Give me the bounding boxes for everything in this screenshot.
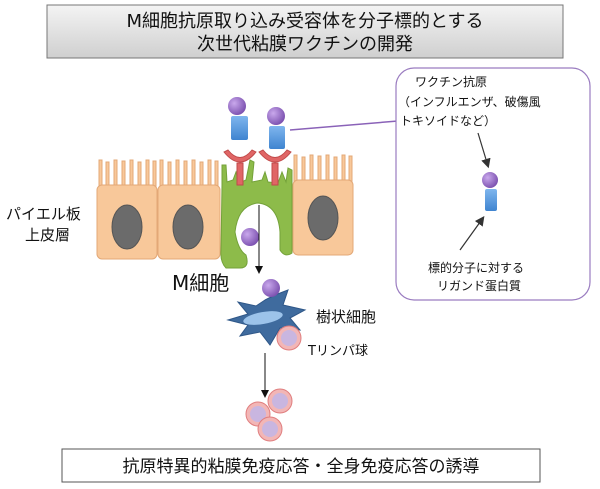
legend-arrow <box>477 132 491 169</box>
m-cell <box>220 159 293 269</box>
title-line2: 次世代粘膜ワクチンの開発 <box>197 34 413 55</box>
ligand-legend-1: 標的分子に対する <box>428 260 524 275</box>
vaccine-antigen <box>228 97 248 140</box>
nucleus <box>111 204 143 250</box>
legend-callout: ワクチン抗原 （インフルエンザ、破傷風 トキソイドなど） 標的分子に対する リガ… <box>395 67 591 301</box>
epithelial-layer <box>96 154 354 260</box>
antigen-transcytosed <box>241 228 259 246</box>
t-lymphocyte-cluster <box>245 388 293 442</box>
antigen-legend-1: ワクチン抗原 <box>415 74 487 89</box>
footer-box: 抗原特異的粘膜免疫応答・全身免疫応答の誘導 <box>61 448 541 483</box>
footer-text: 抗原特異的粘膜免疫応答・全身免疫応答の誘導 <box>123 457 480 477</box>
ligand-legend-2: リガンド蛋白質 <box>437 278 521 293</box>
legend-arrow <box>459 216 485 251</box>
dendritic-nucleus <box>243 311 283 325</box>
antigen-legend-3: トキソイドなど） <box>400 114 496 128</box>
t-lymphocyte-label: Tリンパ球 <box>307 344 368 359</box>
dendritic-label: 樹状細胞 <box>316 308 376 326</box>
peyer-label-1: パイエル板 <box>6 205 81 223</box>
legend-antigen-icon <box>482 172 498 188</box>
antigen-presented <box>262 279 280 297</box>
title-box: M細胞抗原取り込み受容体を分子標的とする 次世代粘膜ワクチンの開発 <box>46 4 564 59</box>
peyer-label-2: 上皮層 <box>25 226 70 244</box>
legend-ligand-icon <box>485 189 497 211</box>
receptor <box>258 149 292 186</box>
callout-connector <box>289 120 399 131</box>
title-line1: M細胞抗原取り込み受容体を分子標的とする <box>127 11 484 32</box>
m-cell-label: M細胞 <box>172 271 229 295</box>
antigen-legend-2: （インフルエンザ、破傷風 <box>398 94 541 109</box>
nucleus <box>307 195 339 241</box>
villi <box>98 154 353 190</box>
nucleus <box>172 204 204 250</box>
receptor <box>223 149 257 186</box>
t-lymphocyte <box>276 325 302 351</box>
vaccine-antigen <box>267 107 285 149</box>
